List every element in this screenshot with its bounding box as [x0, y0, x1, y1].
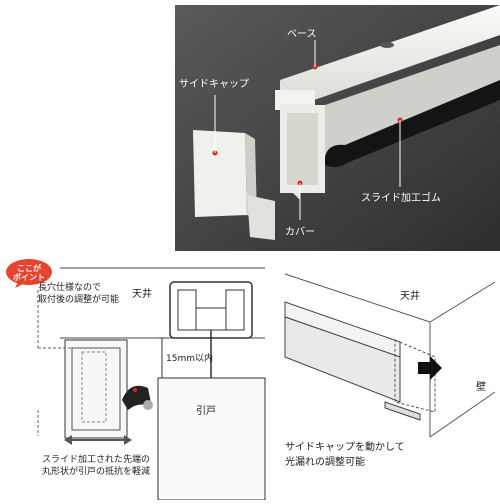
point-badge-shape: [6, 259, 52, 288]
label-base: ベース: [287, 29, 317, 40]
label-gap: 15mm以内: [166, 354, 213, 364]
label-cover: カバー: [285, 227, 315, 238]
label-door: 引戸: [196, 406, 216, 417]
badge-line2: ポイント: [13, 273, 45, 282]
note-sidecap-line1: サイドキャップを動かして: [285, 442, 405, 453]
badge-line1: ここが: [17, 264, 41, 273]
point-badge: ここが ポイント: [5, 258, 53, 288]
note-slot-line1: 長穴仕様なので: [38, 283, 102, 293]
note-rubber-line2: 丸形状が引戸の抵抗を軽減: [42, 467, 151, 477]
right-perspective-diagram: 天井 壁 サイドキャップを動かして 光漏れの調整可能: [280, 262, 500, 500]
product-photo: ベース サイドキャップ スライド加工ゴム カバー: [175, 5, 500, 251]
note-rubber-line1: スライド加工された先端の: [42, 455, 151, 465]
note-sidecap-line2: 光漏れの調整可能: [285, 457, 365, 468]
label-slide-rubber: スライド加工ゴム: [361, 193, 441, 204]
label-wall: 壁: [476, 382, 486, 393]
label-ceiling-right: 天井: [400, 291, 420, 302]
product-photo-graphic: [175, 5, 500, 251]
label-side-cap: サイドキャップ: [179, 79, 249, 90]
note-slot-line2: 取付後の調整が可能: [38, 295, 120, 305]
left-diagram-graphic: [37, 267, 266, 501]
right-diagram-graphic: [284, 273, 496, 438]
left-section-diagram: 長穴仕様なので 取付後の調整が可能 天井 15mm以内 引戸 スライド加工された…: [0, 260, 270, 501]
label-ceiling-left: 天井: [132, 289, 152, 300]
